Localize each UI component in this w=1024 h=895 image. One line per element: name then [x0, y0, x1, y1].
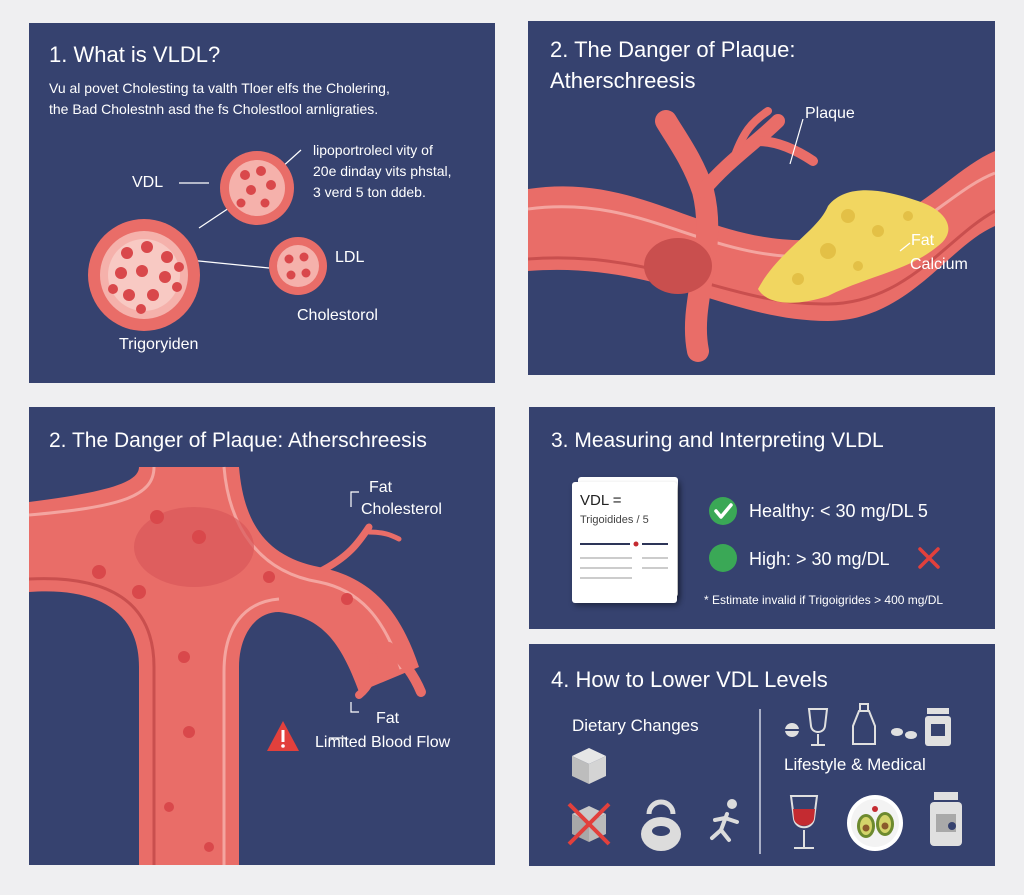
plaque-deposit — [758, 190, 949, 303]
cross-icon — [918, 547, 940, 569]
status-icons — [709, 497, 940, 572]
formula-card: VDL = Trigoidides / 5 — [572, 482, 677, 603]
formula-fraction-icon — [580, 541, 668, 579]
pill-icon — [785, 723, 799, 737]
label-vdl: VDL — [132, 174, 164, 191]
label-plaque: Plaque — [805, 105, 855, 122]
panel-what-is-vldl: 1. What is VLDL? Vu al povet Cholesting … — [29, 23, 495, 383]
desc-line3: 3 verd 5 ton ddeb. — [313, 184, 426, 200]
formula-line2: Trigoidides / 5 — [580, 514, 649, 526]
formula-line1: VDL = — [580, 492, 622, 509]
label-fat: Fat — [911, 232, 935, 249]
label-fat-bottom: Fat — [376, 710, 400, 727]
avocado-icon — [847, 795, 903, 851]
intro-text-line1: Vu al povet Cholesting ta valth Tloer el… — [49, 80, 390, 96]
artery-branch-illustration — [29, 466, 426, 865]
dietary-changes-label: Dietary Changes — [572, 716, 699, 735]
panel-title: 3. Measuring and Interpreting VLDL — [551, 429, 884, 452]
panel-measuring-vldl: 3. Measuring and Interpreting VLDL VDL =… — [529, 407, 995, 629]
artery-plaque-illustration — [528, 107, 995, 362]
panel-title: 4. How to Lower VDL Levels — [551, 667, 828, 692]
medicine-jar-icon — [930, 792, 962, 846]
vdl-particle — [220, 151, 294, 225]
panel-title-line2: Atherschreesis — [550, 68, 696, 93]
desc-line2: 20e dinday vits phstal, — [313, 163, 452, 179]
panel-lower-vldl: 4. How to Lower VDL Levels Dietary Chang… — [529, 644, 995, 866]
desc-line1: lipoportrolecl vity of — [313, 142, 433, 158]
label-ldl: LDL — [335, 249, 365, 266]
lifestyle-medical-label: Lifestyle & Medical — [784, 755, 926, 774]
panel-plaque-top: 2. The Danger of Plaque: Atherschreesis … — [528, 21, 995, 375]
bottle-icon — [852, 703, 876, 745]
kettlebell-icon — [641, 799, 681, 851]
label-cholesterol: Cholesterol — [361, 501, 442, 518]
crossed-box-icon — [567, 802, 611, 846]
pill-jar-icon — [925, 708, 951, 746]
intro-text-line2: the Bad Cholestnh asd the fs Cholestlool… — [49, 101, 379, 117]
red-wine-icon — [789, 795, 819, 849]
panel-title: 1. What is VLDL? — [49, 42, 221, 67]
lowering-tips-icons — [567, 703, 962, 854]
warning-icon — [267, 721, 299, 751]
estimate-note: * Estimate invalid if Trigoigrides > 400… — [704, 593, 944, 607]
lipoprotein-diagram — [88, 149, 327, 331]
label-triglyceride: Trigoryiden — [119, 336, 199, 353]
capsules-icon — [891, 728, 917, 739]
running-icon — [710, 799, 739, 842]
ldl-particle — [269, 237, 327, 295]
green-dot-icon — [709, 544, 737, 572]
label-calcium: Calcium — [910, 256, 968, 273]
wine-glass-icon — [807, 708, 829, 746]
label-fat-top: Fat — [369, 479, 393, 496]
panel-plaque-bottom: 2. The Danger of Plaque: Atherschreesis … — [29, 407, 495, 865]
label-cholesterol: Cholestorol — [297, 307, 378, 324]
panel-title-line1: 2. The Danger of Plaque: — [550, 37, 796, 62]
high-threshold: High: > 30 mg/DL — [749, 549, 890, 569]
cube-icon — [572, 748, 606, 784]
panel-title: 2. The Danger of Plaque: Atherschreesis — [49, 429, 427, 452]
check-icon — [709, 497, 737, 525]
label-limited-blood-flow: Limited Blood Flow — [315, 734, 451, 751]
healthy-threshold: Healthy: < 30 mg/DL 5 — [749, 501, 928, 521]
